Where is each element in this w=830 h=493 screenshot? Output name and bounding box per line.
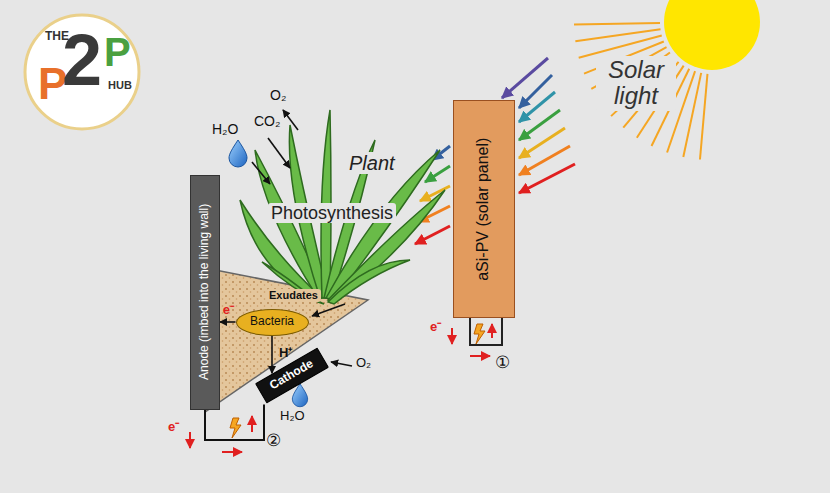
electron-label: e⁻ <box>430 320 441 333</box>
water-drop <box>229 140 247 167</box>
node-label: Anode (imbed into the living wall) <box>198 204 212 380</box>
exudates-label: Exudates <box>266 289 321 302</box>
node-label: Cathode <box>267 356 317 393</box>
solar-panel: aSi-PV (solar panel) <box>453 100 515 318</box>
gas-label: H₂O <box>280 409 305 422</box>
process-label: Photosynthesis <box>268 203 396 223</box>
logo-letter: P <box>104 32 131 72</box>
wire <box>470 318 502 345</box>
node-label: Bacteria <box>249 315 296 329</box>
flow-arrow <box>271 336 273 374</box>
gas-label: O₂ <box>270 88 286 102</box>
edge-label: e⁻ <box>223 303 234 316</box>
plant-label: Plant <box>346 152 398 174</box>
electricity-symbol <box>474 324 485 344</box>
gas-label: H₂O <box>212 122 238 136</box>
gas-label: O₂ <box>356 356 371 369</box>
sun-ray <box>575 29 660 41</box>
sun-ray <box>574 23 660 25</box>
edge-label: H⁺ <box>279 346 292 359</box>
plant <box>240 110 445 304</box>
logo-badge <box>25 15 139 129</box>
electron-label: e⁻ <box>168 420 179 433</box>
logo-text: HUB <box>108 80 132 91</box>
bacteria-ellipse: Bacteria <box>236 309 309 336</box>
gas-label: CO₂ <box>254 114 280 128</box>
sun <box>664 0 760 70</box>
logo-digit: 2 <box>62 24 102 96</box>
sun-ray <box>700 74 707 160</box>
sun-label: Solar light <box>596 56 676 111</box>
anode-bar: Anode (imbed into the living wall) <box>190 175 220 410</box>
callout-number: ② <box>266 432 281 449</box>
electricity-symbol <box>230 418 241 438</box>
node-label: aSi-PV (solar panel) <box>474 137 492 280</box>
sun-ray <box>683 73 701 157</box>
callout-number: ① <box>495 354 510 371</box>
flow-arrow <box>220 321 236 323</box>
current-arrows <box>190 324 492 452</box>
